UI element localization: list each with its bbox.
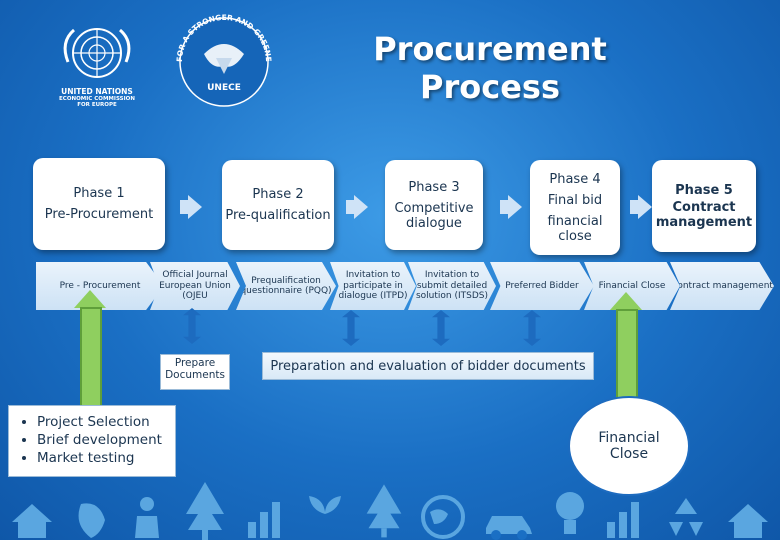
green-arrow-shaft [616,309,638,403]
phase-3-title: Phase 3 [408,179,460,195]
double-arrow-icon [183,308,201,344]
up-arrow-icon [74,290,106,308]
globe-icon [421,495,466,539]
phase-5-subtitle: Contract management [655,199,753,230]
double-arrow-icon [432,310,450,346]
phase-4-subtitle-2: financial close [547,213,603,244]
unece-seal-icon: FOR A STRONGER AND GREENER ECONOMY UNECE [156,0,273,107]
phase-connector [630,200,638,214]
phase-4-box: Phase 4 Final bid financial close [530,160,620,255]
bar-chart-icon [607,502,640,538]
chevron-right-icon [638,195,652,219]
tree-icon [186,482,225,540]
phase-3-box: Phase 3 Competitive dialogue [385,160,483,250]
double-arrow-icon [342,310,360,346]
step-pqq: Prequalification questionnaire (PQQ) [236,262,336,310]
financial-close-circle: Financial Close [568,396,690,496]
page-title: Procurement Process [373,30,607,106]
unece-logo: FOR A STRONGER AND GREENER ECONOMY UNECE [156,0,288,116]
step-contract-management: Contract management [670,262,774,310]
chevron-right-icon [188,195,202,219]
bullet-item: Project Selection [37,414,167,430]
chevron-right-icon [354,195,368,219]
phase-1-title: Phase 1 [73,186,125,201]
phase-1-subtitle: Pre-Procurement [44,207,154,222]
step-itsds: Invitation to submit detailed solution (… [408,262,496,310]
phase-2-title: Phase 2 [252,187,304,202]
green-arrow-shaft [80,307,102,411]
un-logo-line3: FOR EUROPE [77,102,117,109]
step-preferred-bidder: Preferred Bidder [490,262,594,310]
lightbulb-icon [555,492,584,534]
pre-procurement-bullets: Project Selection Brief development Mark… [8,405,176,477]
person-icon [134,497,159,538]
recycle-icon [668,498,703,536]
step-ojeu: Official Journal European Union (OJEU [150,262,240,310]
un-logo-line2: ECONOMIC COMMISSION [59,96,135,103]
phase-4-title: Phase 4 [549,171,601,187]
bullet-item: Market testing [37,450,167,466]
preparation-evaluation-box: Preparation and evaluation of bidder doc… [262,352,594,380]
bullet-item: Brief development [37,432,167,448]
phase-3-subtitle: Competitive dialogue [394,200,474,231]
phase-connector [180,200,188,214]
phase-5-title: Phase 5 [675,182,733,198]
phase-1-box: Phase 1 Pre-Procurement [33,158,165,250]
phase-2-subtitle: Pre-qualification [225,208,331,223]
phase-2-box: Phase 2 Pre-qualification [222,160,334,250]
phase-connector [346,200,354,214]
tree-icon [366,484,402,538]
un-logo-line1: UNITED NATIONS [61,87,133,96]
car-icon [486,516,533,540]
step-itpd: Invitation to participate in dialogue (I… [330,262,416,310]
house-icon [728,504,769,538]
seedling-icon [309,496,342,538]
up-arrow-icon [610,292,642,310]
phase-4-subtitle: Final bid [547,192,603,208]
phase-5-box: Phase 5 Contract management [652,160,756,252]
unece-label: UNECE [207,83,241,93]
double-arrow-icon [523,310,541,346]
house-icon [11,504,52,538]
un-emblem-icon [63,28,131,78]
phase-connector [500,200,508,214]
leaf-icon [78,503,106,538]
chevron-right-icon [508,195,522,219]
bar-chart-icon [247,502,280,538]
bottom-icon-strip [0,470,780,540]
financial-close-label: Financial Close [598,430,660,462]
un-logo: UNITED NATIONS ECONOMIC COMMISSION FOR E… [42,22,152,112]
step-pre-procurement: Pre - Procurement [36,262,164,310]
prepare-documents-box: Prepare Documents [160,354,230,390]
